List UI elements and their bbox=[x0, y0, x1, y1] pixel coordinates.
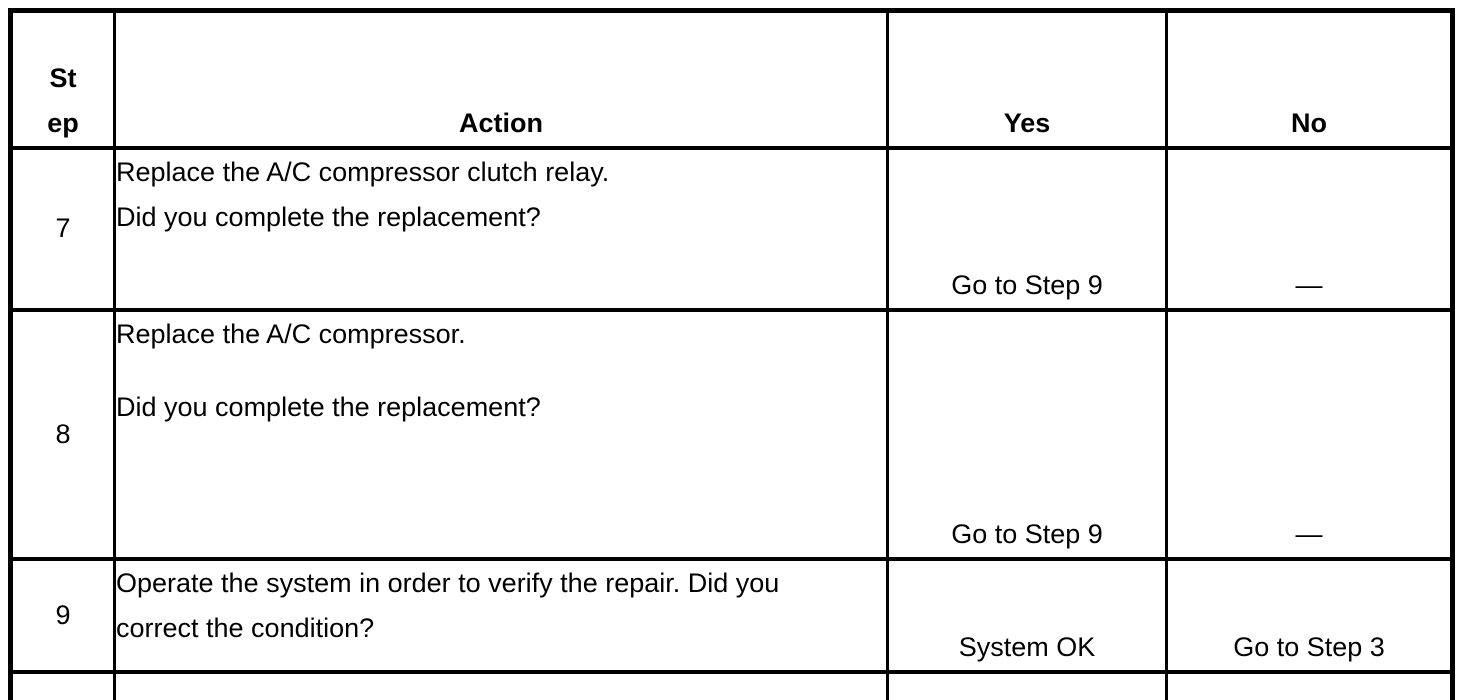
header-no: No bbox=[1165, 8, 1454, 150]
action-cell-empty bbox=[113, 669, 889, 700]
action-cell: Replace the A/C compressor. Did you comp… bbox=[113, 307, 889, 561]
no-cell: — bbox=[1165, 145, 1454, 312]
header-step-line2: ep bbox=[47, 107, 79, 138]
yes-cell: System OK bbox=[886, 556, 1168, 674]
table-row-step-7: 7 Replace the A/C compressor clutch rela… bbox=[9, 145, 1454, 312]
table-row-step-8: 8 Replace the A/C compressor. Did you co… bbox=[9, 307, 1454, 561]
action-cell: Replace the A/C compressor clutch relay.… bbox=[113, 145, 889, 312]
header-step: St ep bbox=[9, 8, 116, 150]
header-action: Action bbox=[113, 8, 889, 150]
action-cell: Operate the system in order to verify th… bbox=[113, 556, 889, 674]
action-line: Replace the A/C compressor. bbox=[116, 318, 466, 349]
action-paragraph-gap bbox=[118, 357, 885, 385]
no-cell: — bbox=[1165, 307, 1454, 561]
no-cell-empty bbox=[1165, 669, 1454, 700]
table-row-cropped bbox=[9, 669, 1454, 700]
yes-cell-empty bbox=[886, 669, 1168, 700]
yes-cell: Go to Step 9 bbox=[886, 145, 1168, 312]
step-number: 9 bbox=[9, 556, 116, 674]
action-line: correct the condition? bbox=[116, 612, 375, 643]
step-number: 7 bbox=[9, 145, 116, 312]
header-step-line1: St bbox=[49, 62, 77, 93]
action-line: Replace the A/C compressor clutch relay. bbox=[116, 156, 610, 187]
yes-cell: Go to Step 9 bbox=[886, 307, 1168, 561]
diagnostic-table: St ep Action Yes No 7 Replace the A/C co… bbox=[8, 8, 1455, 700]
step-number-empty bbox=[9, 669, 116, 700]
no-cell: Go to Step 3 bbox=[1165, 556, 1454, 674]
table-row-step-9: 9 Operate the system in order to verify … bbox=[9, 556, 1454, 674]
table-header-row: St ep Action Yes No bbox=[9, 8, 1454, 150]
header-yes: Yes bbox=[886, 8, 1168, 150]
action-line: Did you complete the replacement? bbox=[116, 201, 541, 232]
action-line: Operate the system in order to verify th… bbox=[116, 567, 780, 598]
step-number: 8 bbox=[9, 307, 116, 561]
action-line: Did you complete the replacement? bbox=[116, 391, 541, 422]
